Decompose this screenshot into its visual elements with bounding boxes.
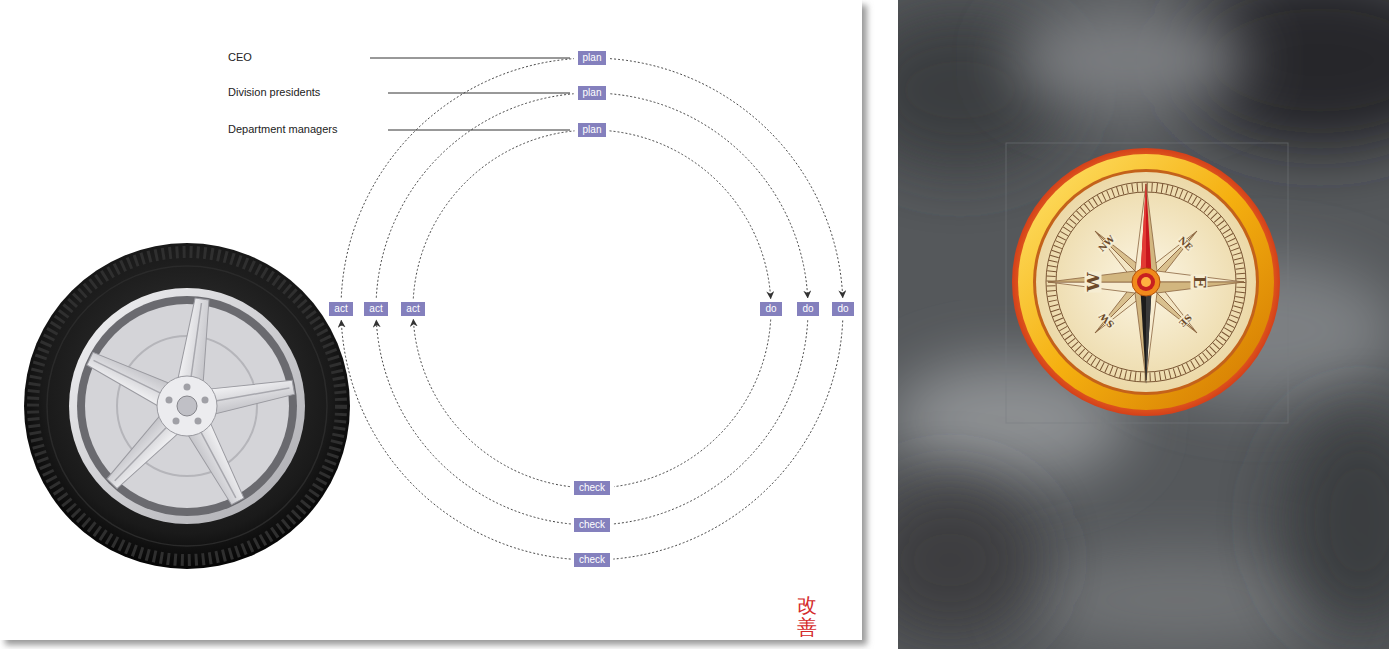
compass-letter: NE	[1176, 235, 1194, 253]
phase-label: plan	[583, 87, 602, 99]
cycle-arc	[614, 320, 770, 487]
spoke-groove	[199, 429, 236, 498]
spoke-face	[177, 297, 215, 386]
phase-label: plan	[583, 52, 602, 64]
cycle-arc	[610, 131, 771, 299]
compass-icon	[1012, 148, 1280, 416]
phase-box: do	[760, 302, 781, 316]
lug-nut	[173, 418, 180, 425]
lug-nut	[184, 384, 191, 391]
phase-label: do	[765, 303, 776, 315]
cycle-arc	[610, 94, 807, 298]
compass-inner-rim	[1033, 169, 1259, 395]
compass-gold-ring	[1018, 154, 1274, 410]
needle-pin	[1141, 277, 1151, 287]
phase-box: check	[574, 518, 610, 532]
phase-label: act	[406, 303, 419, 315]
compass-letter: NW	[1097, 234, 1118, 255]
phase-box: act	[364, 302, 387, 316]
compass-letter: SE	[1176, 311, 1193, 328]
rose-point	[1048, 271, 1146, 293]
phase-label: check	[579, 519, 605, 531]
spoke-face	[206, 374, 295, 415]
phase-box: act	[329, 302, 352, 316]
needle-north	[1140, 182, 1152, 282]
rose-point	[1146, 271, 1244, 293]
phase-box: act	[401, 302, 424, 316]
cycle-arc	[613, 320, 842, 559]
spoke-groove	[191, 303, 202, 380]
seal-stamp: 改善	[797, 594, 817, 638]
phase-label: check	[579, 482, 605, 494]
dark-cloud	[1280, 410, 1389, 630]
compass-letter: W	[1085, 271, 1102, 292]
phase-box: plan	[578, 51, 607, 65]
lug-nut	[195, 418, 202, 425]
cycle-arc	[341, 59, 574, 298]
leader-line	[388, 130, 570, 131]
wheel-well	[77, 296, 297, 516]
phase-box: plan	[578, 123, 607, 137]
compass-letter: E	[1191, 275, 1208, 290]
lug-nut	[202, 397, 209, 404]
level-label: Department managers	[228, 123, 337, 136]
needle-hub-inner	[1137, 273, 1155, 291]
slide-panel	[0, 0, 862, 640]
compass-outer-rim	[1012, 148, 1280, 416]
spoke-groove	[213, 388, 290, 402]
phase-box: check	[574, 553, 610, 567]
cycle-arc	[413, 131, 574, 299]
cycle-arc	[341, 320, 570, 559]
compass-letter: SW	[1097, 310, 1117, 330]
cycle-arc	[376, 94, 573, 298]
cycle-arc	[610, 59, 843, 298]
light-cloud	[1010, 10, 1250, 110]
phase-label: check	[579, 554, 605, 566]
needle-shade	[1146, 282, 1152, 384]
cycle-arc	[376, 320, 571, 524]
tire-sidewall	[47, 266, 327, 546]
hub-bore	[177, 396, 197, 416]
phase-box: do	[832, 302, 853, 316]
phase-box: check	[574, 481, 610, 495]
dark-cloud	[898, 480, 1040, 640]
spoke-groove	[115, 425, 169, 481]
cloudy-sky	[898, 0, 1389, 649]
phase-box: do	[797, 302, 818, 316]
leader-line	[388, 93, 570, 94]
phase-label: act	[369, 303, 382, 315]
cycle-arc	[413, 320, 569, 487]
phase-label: plan	[583, 124, 602, 136]
phase-label: act	[334, 303, 347, 315]
leader-line	[370, 58, 570, 59]
level-label: CEO	[228, 51, 252, 64]
compass-frame	[1006, 143, 1288, 423]
tire-tread	[33, 252, 341, 560]
wheel-spoke	[177, 297, 215, 386]
phase-label: do	[802, 303, 813, 315]
wheel-hub	[157, 376, 217, 436]
cycle-arc	[613, 320, 808, 524]
level-label: Division presidents	[228, 86, 320, 99]
phase-box: plan	[578, 86, 607, 100]
compass-face	[1036, 172, 1256, 392]
wheel-spoke	[206, 374, 295, 415]
needle-south	[1140, 282, 1152, 384]
phase-label: do	[837, 303, 848, 315]
wheel-rim	[69, 288, 305, 524]
tire	[24, 243, 350, 569]
tire-illustration	[24, 243, 350, 569]
needle-hub	[1132, 268, 1160, 296]
lug-nut	[166, 397, 173, 404]
needle-highlight	[1140, 182, 1146, 282]
spoke-groove	[94, 360, 164, 394]
